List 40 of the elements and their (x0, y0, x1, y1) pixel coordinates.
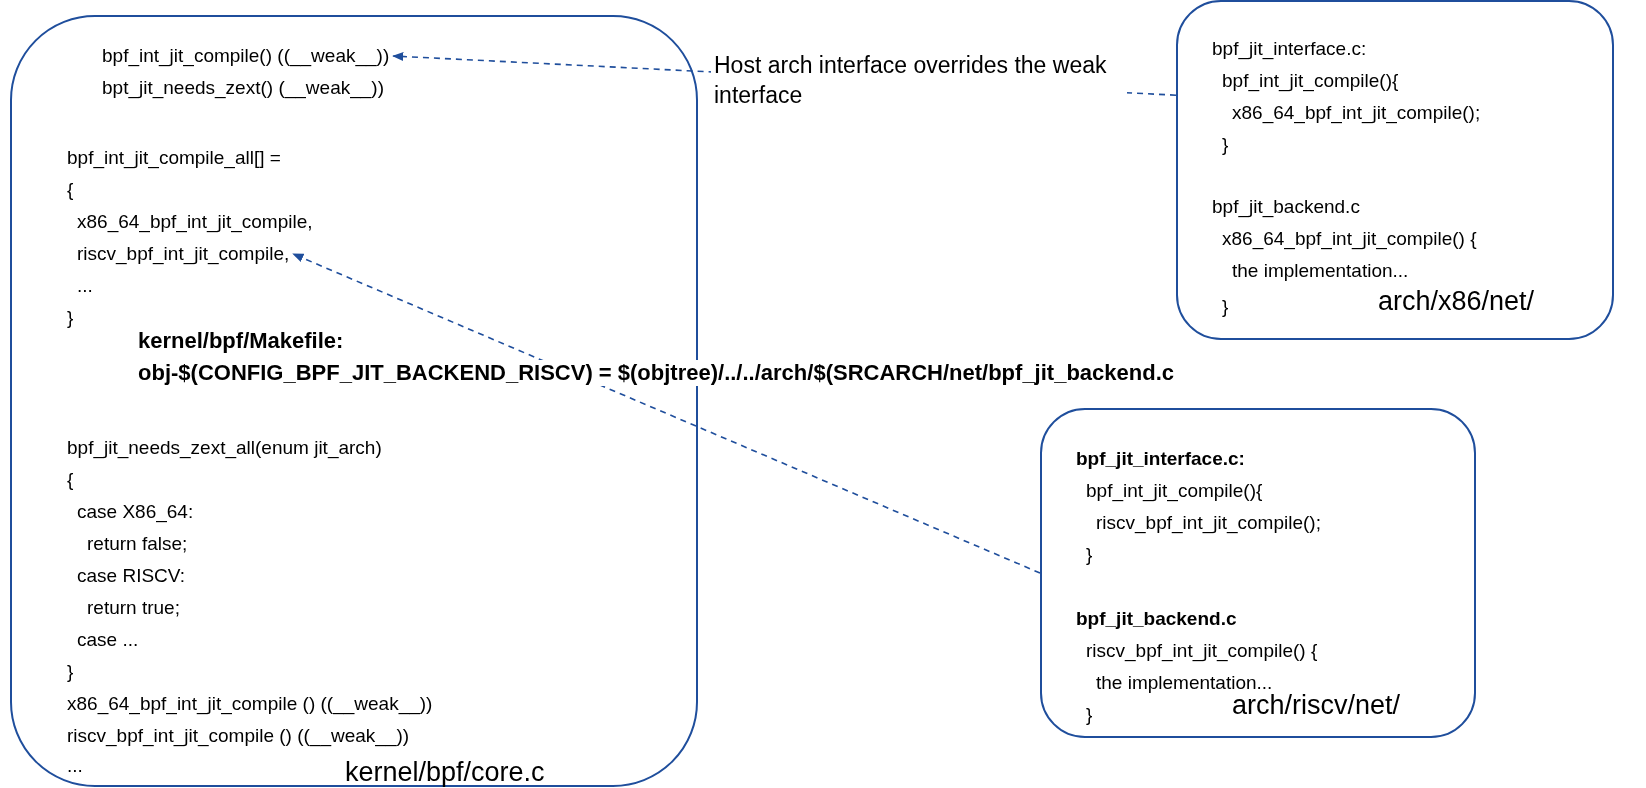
file-path-label: kernel/bpf/core.c (345, 757, 545, 787)
code-line: { (67, 179, 74, 201)
code-line: return true; (87, 597, 180, 619)
code-line: bpf_jit_interface.c: (1076, 448, 1245, 470)
code-line: the implementation... (1232, 260, 1409, 282)
code-line: x86_64_bpf_int_jit_compile() { (1222, 228, 1477, 250)
code-line: bpt_jit_needs_zext() (__weak__)) (102, 77, 384, 99)
code-line: x86_64_bpf_int_jit_compile () ((__weak__)) (67, 693, 433, 715)
code-line: ... (67, 755, 83, 777)
code-line: bpf_int_jit_compile_all[] = (67, 147, 281, 169)
code-line: bpf_int_jit_compile() ((__weak__)) (102, 45, 390, 67)
code-line: } (67, 661, 74, 683)
code-line: ... (77, 275, 93, 297)
code-line: riscv_bpf_int_jit_compile(); (1096, 512, 1321, 534)
makefile-text: obj-$(CONFIG_BPF_JIT_BACKEND_RISCV) = $(objtree)/../../arch/$(SRCARCH/net/bpf_jit_backend.c (136, 360, 1176, 386)
code-line: x86_64_bpf_int_jit_compile, (77, 211, 313, 233)
code-line: case RISCV: (77, 565, 186, 587)
code-line: case X86_64: (77, 501, 194, 523)
code-panel (1176, 0, 1614, 340)
code-line: bpf_int_jit_compile(){ (1222, 70, 1399, 92)
code-line: { (67, 469, 74, 491)
code-line: x86_64_bpf_int_jit_compile(); (1232, 102, 1481, 124)
code-line: } (1086, 704, 1093, 726)
file-path-label: arch/x86/net/ (1378, 286, 1535, 316)
code-line: } (1222, 296, 1229, 318)
code-line: riscv_bpf_int_jit_compile () ((__weak__)) (67, 725, 410, 747)
code-line: bpf_jit_needs_zext_all(enum jit_arch) (67, 437, 382, 459)
code-panel (1040, 408, 1476, 738)
code-line: bpf_jit_backend.c (1076, 608, 1237, 630)
code-line: riscv_bpf_int_jit_compile, (77, 243, 290, 265)
code-line: } (1086, 544, 1093, 566)
code-line: bpf_jit_interface.c: (1212, 38, 1367, 60)
code-line: } (1222, 134, 1229, 156)
code-line: riscv_bpf_int_jit_compile() { (1086, 640, 1318, 662)
code-line: bpf_int_jit_compile(){ (1086, 480, 1263, 502)
code-line: case ... (77, 629, 139, 651)
code-line: bpf_jit_backend.c (1212, 196, 1360, 218)
code-line: return false; (87, 533, 188, 555)
dashed-arrow (292, 253, 1041, 574)
code-line: } (67, 307, 74, 329)
